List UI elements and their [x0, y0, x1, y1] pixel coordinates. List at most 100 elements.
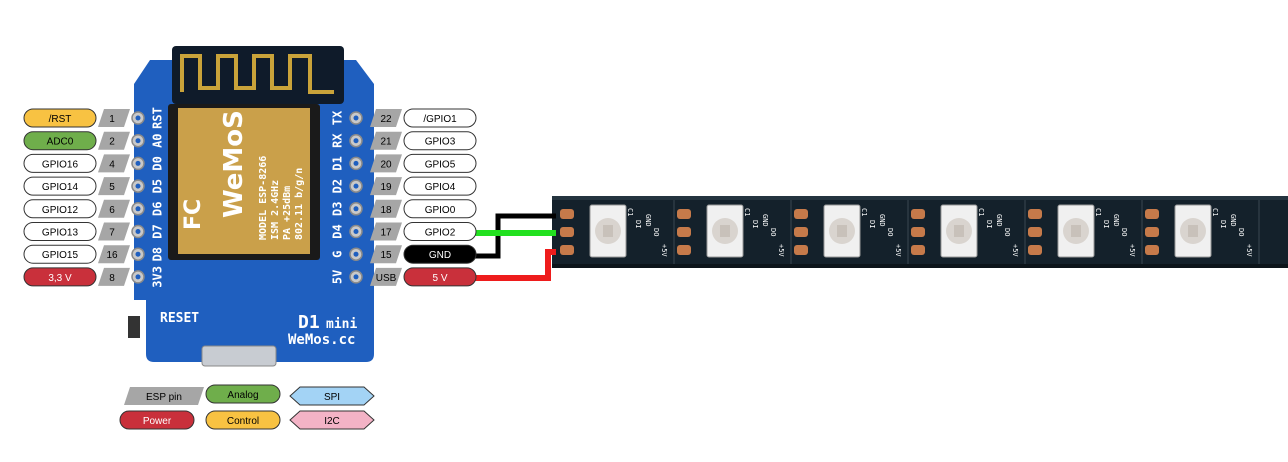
strip-label-c1: C1	[743, 208, 751, 216]
strip-pad	[911, 209, 925, 219]
strip-label-5v: +5V	[777, 244, 785, 257]
module-band: ISM 2.4GHz	[270, 180, 281, 240]
strip-label-5v: +5V	[1128, 244, 1136, 257]
pin-label-left	[23, 222, 97, 241]
esp-pin-tag	[370, 131, 402, 150]
fcc-mark: FC	[181, 199, 206, 230]
strip-label-di: DI	[634, 220, 642, 228]
pin-label-right	[403, 108, 477, 128]
board-hole-center	[135, 138, 141, 144]
esp-pin-tag	[98, 177, 130, 196]
strip-label-gnd: GND	[1112, 214, 1120, 227]
board-hole-center	[135, 229, 141, 234]
strip-label-gnd: GND	[644, 214, 652, 227]
silk-left-d5: D5	[151, 179, 165, 193]
strip-label-do: DO	[652, 228, 660, 236]
silk-right-rx: RX	[331, 133, 345, 148]
strip-pad	[911, 227, 925, 237]
esp-pin-number: 8	[109, 273, 115, 284]
silk-right-d3: D3	[331, 202, 345, 216]
pin-func-text: GPIO15	[42, 250, 79, 261]
wemos-d1-mini-board: WeMoS MODEL ESP-8266 ISM 2.4GHz PA +25dB…	[128, 46, 374, 367]
led-die	[603, 225, 613, 237]
board-name-sub: mini	[326, 317, 357, 332]
esp-pin-number: 19	[380, 182, 392, 193]
pin-func-text: GPIO12	[42, 205, 79, 216]
board-hole-center	[353, 251, 359, 257]
esp-pin-number: 6	[109, 205, 115, 216]
esp-pin-tag	[98, 222, 130, 241]
silk-right-5v: 5V	[331, 270, 345, 284]
legend-label: ESP pin	[146, 392, 182, 403]
strip-label-c1: C1	[626, 208, 634, 216]
silk-right-d4: D4	[331, 224, 345, 238]
strip-label-do: DO	[1003, 228, 1011, 236]
board-hole-center	[353, 206, 359, 212]
strip-label-di: DI	[1102, 220, 1110, 228]
pin-func-text: GPIO2	[425, 228, 456, 239]
board-hole-center	[353, 183, 359, 189]
pin-func-text: GPIO16	[42, 159, 79, 170]
strip-pad	[794, 209, 808, 219]
esp-pin-number: 7	[109, 228, 115, 239]
strip-label-5v: +5V	[1245, 244, 1253, 257]
board-hole-center	[135, 183, 141, 189]
legend-esp-pin	[124, 387, 204, 405]
strip-label-di: DI	[1219, 220, 1227, 228]
esp-pin-number: 16	[106, 250, 118, 261]
led-die	[1071, 225, 1081, 237]
pin-label-left	[23, 199, 97, 219]
module-standard: 802.11 b/g/n	[294, 168, 305, 240]
pin-label-right	[403, 153, 477, 173]
strip-pad	[560, 227, 574, 237]
strip-pad	[1145, 209, 1159, 219]
esp-pin-tag	[370, 199, 402, 218]
pin-label-left	[23, 108, 97, 128]
esp-pin-number: 17	[380, 228, 392, 239]
pin-func-text: /RST	[49, 114, 72, 125]
strip-edge-top	[552, 196, 1288, 200]
strip-pad	[794, 227, 808, 237]
strip-label-do: DO	[886, 228, 894, 236]
esp-pin-tag	[370, 109, 402, 127]
pin-func-text: /GPIO1	[423, 114, 457, 125]
esp-pin-tag	[370, 154, 402, 173]
esp-pin-tag	[98, 154, 130, 173]
silk-left-rst: RST	[151, 107, 165, 129]
board-hole-center	[353, 160, 359, 166]
module-brand: WeMoS	[219, 110, 249, 218]
strip-pad	[677, 227, 691, 237]
led-die	[720, 225, 730, 237]
strip-label-5v: +5V	[1011, 244, 1019, 257]
esp-pin-tag	[370, 177, 402, 196]
silk-left-3v3: 3V3	[151, 266, 165, 288]
legend-analog	[205, 384, 281, 404]
silk-left-d6: D6	[151, 202, 165, 216]
esp-pin-tag	[370, 267, 402, 286]
silk-right-d2: D2	[331, 179, 345, 193]
esp-pin-number: 5	[109, 182, 115, 193]
board-hole-center	[135, 274, 141, 280]
esp-pin-number: 4	[109, 159, 115, 170]
led-strip: GNDDIDOC1+5VGNDDIDOC1+5VGNDDIDOC1+5VGNDD…	[552, 196, 1288, 268]
board-hole-center	[135, 160, 141, 166]
strip-pad	[560, 209, 574, 219]
esp-pin-number: 22	[380, 114, 392, 125]
legend-spi	[289, 386, 375, 406]
strip-label-di: DI	[985, 220, 993, 228]
pin-func-text: ADC0	[47, 137, 74, 148]
strip-pad	[677, 209, 691, 219]
board-hole-center	[353, 115, 359, 121]
strip-label-c1: C1	[1094, 208, 1102, 216]
led-die	[954, 225, 964, 237]
strip-pad	[1028, 209, 1042, 219]
silk-left-d8: D8	[151, 247, 165, 261]
silk-left-a0: A0	[151, 133, 165, 147]
esp-pin-number: 2	[109, 137, 115, 148]
silk-right-g: G	[331, 251, 345, 258]
led-die	[1188, 225, 1198, 237]
strip-pad	[677, 245, 691, 255]
board-text: WeMoS MODEL ESP-8266 ISM 2.4GHz PA +25dB…	[160, 110, 357, 348]
